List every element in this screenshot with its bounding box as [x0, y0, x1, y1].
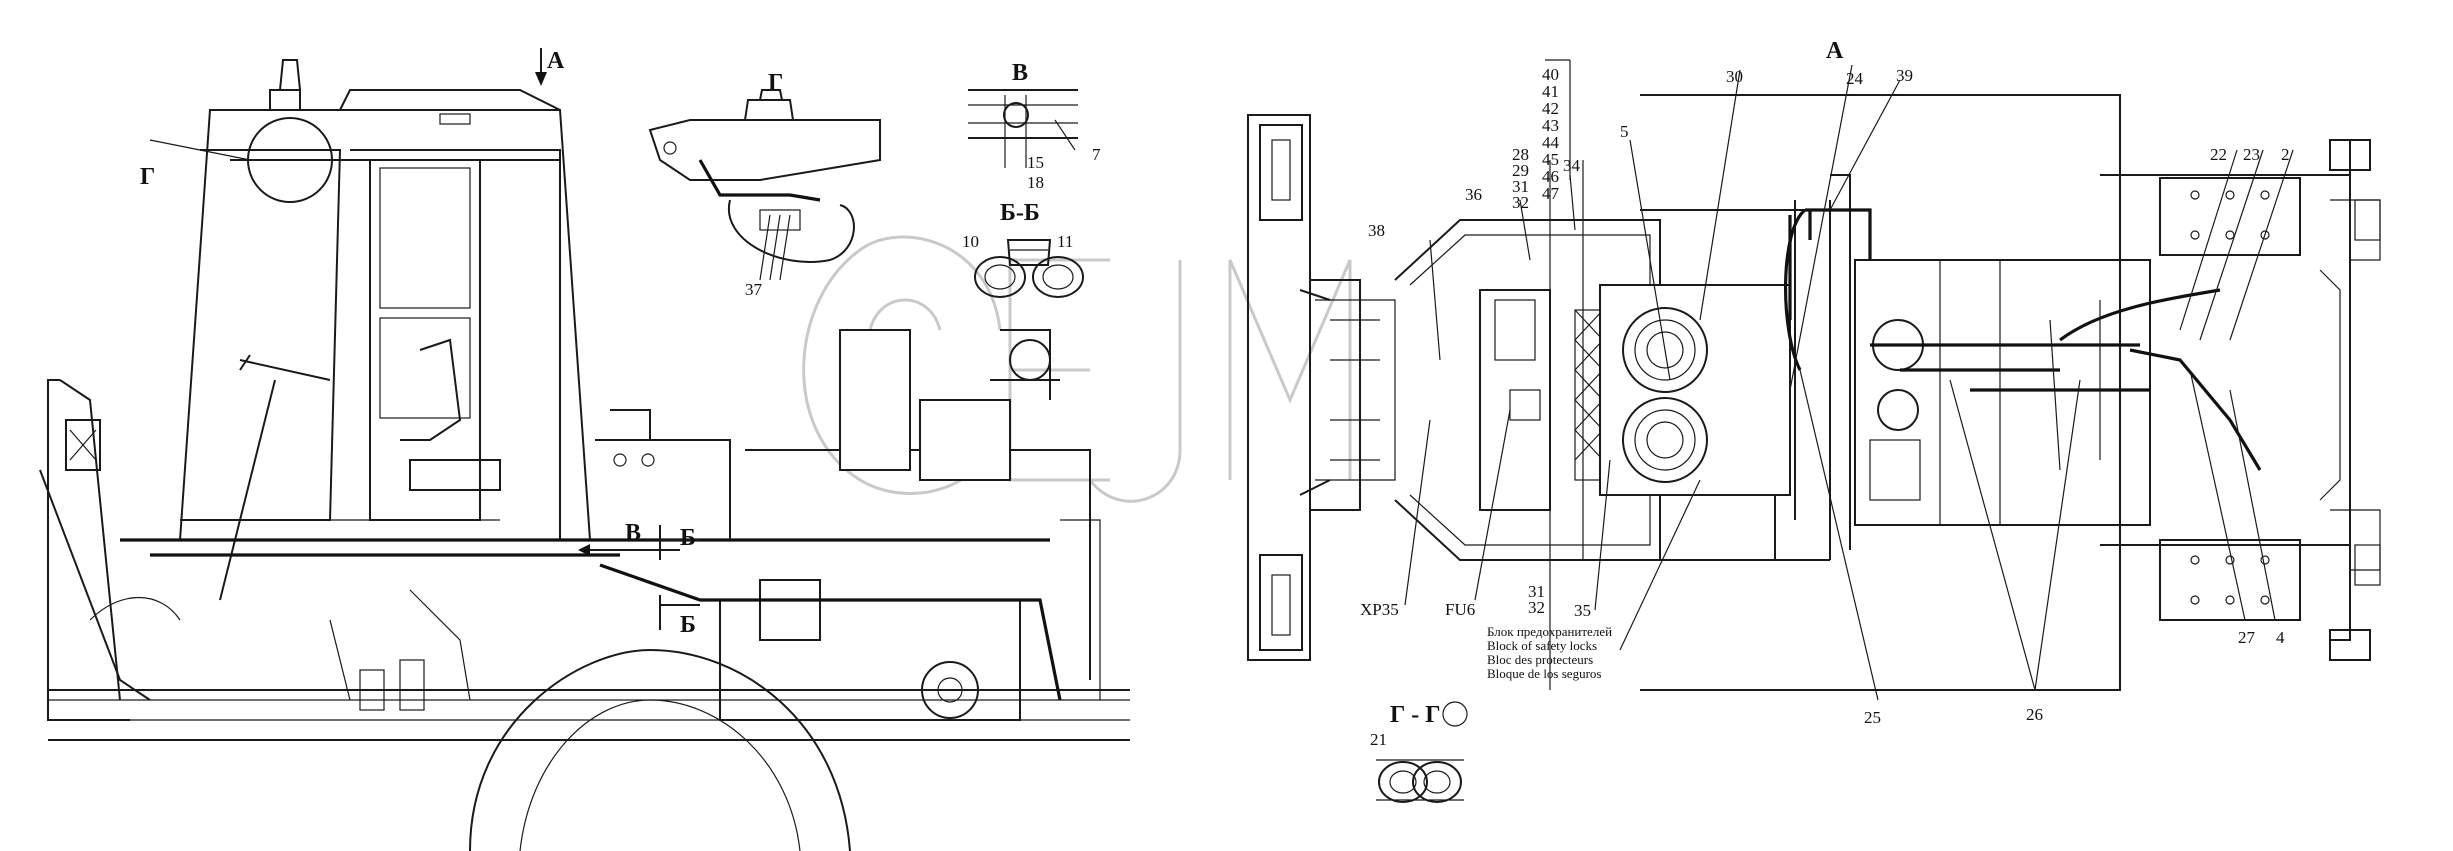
view-label-g-top: Г — [768, 70, 783, 96]
stack-top-41: 41 — [1542, 82, 1559, 101]
callout-36: 36 — [1465, 185, 1482, 204]
stack-top-45: 45 — [1542, 150, 1559, 169]
callout-15: 15 — [1027, 153, 1044, 172]
stack-top-44: 44 — [1542, 133, 1560, 152]
stack-mid-28: 28 — [1512, 145, 1529, 164]
callout-24: 24 — [1846, 69, 1864, 88]
view-label-a: А — [547, 48, 565, 74]
callout-26: 26 — [2026, 705, 2043, 724]
callout-10: 10 — [962, 232, 979, 251]
callout-30: 30 — [1726, 67, 1743, 86]
legend-es: Bloque de los seguros — [1487, 666, 1601, 681]
machine-side-view — [39, 48, 1130, 851]
machine-plan-view — [1247, 59, 2381, 701]
legend-ru: Блок предохранителей — [1487, 624, 1612, 639]
callout-39: 39 — [1896, 66, 1913, 85]
stack-top-42: 42 — [1542, 99, 1559, 118]
callout-23: 23 — [2243, 145, 2260, 164]
view-label-g: Г — [140, 164, 155, 190]
fuse-block-legend: Блок предохранителей Block of safety loc… — [1487, 624, 1612, 681]
callout-5: 5 — [1620, 122, 1629, 141]
view-label-v-mid: В — [625, 520, 641, 546]
callout-11: 11 — [1057, 232, 1073, 251]
section-label-bb: Б-Б — [1000, 200, 1040, 226]
xp35-label: XP35 — [1360, 600, 1399, 619]
callout-27: 27 — [2238, 628, 2256, 647]
callout-37: 37 — [745, 280, 763, 299]
stack-top-47: 47 — [1542, 184, 1560, 203]
callout-38: 38 — [1368, 221, 1385, 240]
plan-label-a: А — [1826, 38, 1844, 64]
stack-top-40: 40 — [1542, 65, 1559, 84]
section-bb — [974, 239, 1084, 298]
callout-4: 4 — [2276, 628, 2285, 647]
callout-34: 34 — [1563, 156, 1581, 175]
detail-v — [968, 89, 1078, 168]
stack-low-31: 31 — [1528, 582, 1545, 601]
callout-stack-low: 31 32 — [1528, 582, 1545, 617]
callout-18: 18 — [1027, 173, 1044, 192]
legend-en: Block of safety locks — [1487, 638, 1597, 653]
view-labels: А Г Г В В Б-Б Б Б Г - Г А — [140, 38, 1844, 728]
callout-22: 22 — [2210, 145, 2227, 164]
callout-2: 2 — [2281, 145, 2290, 164]
callout-numbers: 7 15 18 10 11 37 21 38 36 34 5 30 24 39 … — [745, 66, 2290, 749]
legend-fr: Bloc des protecteurs — [1487, 652, 1593, 667]
section-gg — [1376, 701, 1468, 803]
stack-low-32: 32 — [1528, 598, 1545, 617]
callout-stack-top: 40 41 42 43 44 45 46 47 — [1542, 65, 1560, 203]
detail-g — [648, 89, 881, 281]
section-label-b-upper: Б — [680, 525, 696, 551]
callout-stack-mid: 28 29 31 32 — [1512, 145, 1529, 212]
callout-21: 21 — [1370, 730, 1387, 749]
stack-top-43: 43 — [1542, 116, 1559, 135]
stack-mid-31: 31 — [1512, 177, 1529, 196]
view-label-v: В — [1012, 60, 1028, 86]
stack-mid-29: 29 — [1512, 161, 1529, 180]
callout-7: 7 — [1092, 145, 1101, 164]
section-label-b-lower: Б — [680, 612, 696, 638]
section-label-gg: Г - Г — [1390, 702, 1441, 728]
stack-mid-32: 32 — [1512, 193, 1529, 212]
stack-top-46: 46 — [1542, 167, 1559, 186]
callout-25: 25 — [1864, 708, 1881, 727]
fu6-label: FU6 — [1445, 600, 1475, 619]
watermark-logo — [802, 235, 1352, 503]
callout-35: 35 — [1574, 601, 1591, 620]
